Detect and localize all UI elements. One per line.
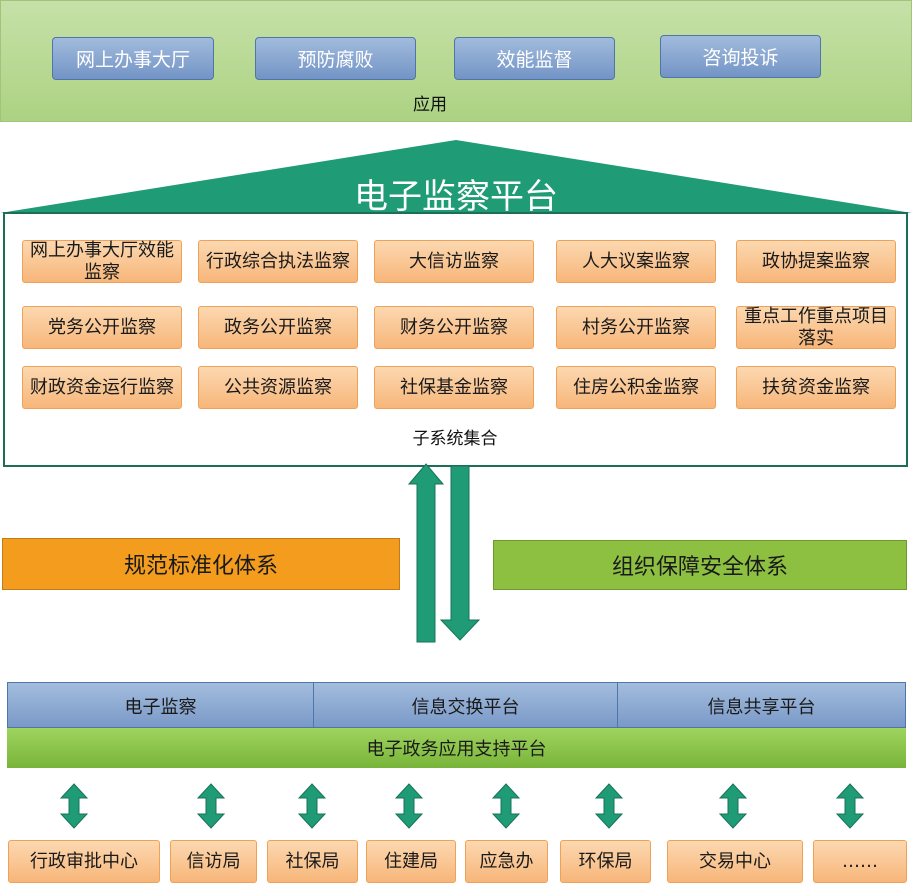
subsystem-box[interactable]: 财政资金运行监察	[22, 366, 182, 409]
subsystem-box[interactable]: 大信访监察	[374, 240, 534, 283]
app-button-complaints[interactable]: 咨询投诉	[660, 35, 821, 78]
double-arrow-icon	[719, 783, 747, 829]
subsystem-box[interactable]: 人大议案监察	[556, 240, 716, 283]
security-system: 组织保障安全体系	[493, 540, 907, 590]
app-button-efficiency[interactable]: 效能监督	[454, 37, 615, 80]
standardization-system: 规范标准化体系	[2, 538, 400, 590]
double-arrow-icon	[60, 783, 88, 829]
department-box[interactable]: 社保局	[267, 840, 358, 883]
subsystem-box[interactable]: 政务公开监察	[198, 306, 358, 349]
department-box[interactable]: 交易中心	[667, 840, 803, 883]
subsystem-box[interactable]: 行政综合执法监察	[198, 240, 358, 283]
subsystem-box[interactable]: 财务公开监察	[374, 306, 534, 349]
egov-support-platform: 电子政务应用支持平台	[7, 728, 906, 768]
subsystem-box[interactable]: 住房公积金监察	[556, 366, 716, 409]
department-box[interactable]: 信访局	[170, 840, 257, 883]
app-button-corruption-prevention[interactable]: 预防腐败	[255, 37, 416, 80]
platform-roof	[0, 140, 912, 213]
support-cell-sharing: 信息共享平台	[707, 697, 816, 718]
support-cell-exchange: 信息交换平台	[314, 683, 618, 729]
department-box[interactable]: 环保局	[560, 840, 651, 883]
subsystem-box[interactable]: 社保基金监察	[374, 366, 534, 409]
double-arrow-icon	[197, 783, 225, 829]
department-box[interactable]: 行政审批中心	[8, 840, 160, 883]
double-arrow-icon	[836, 783, 864, 829]
department-box[interactable]: 应急办	[465, 840, 548, 883]
subsystem-box[interactable]: 村务公开监察	[556, 306, 716, 349]
collection-label: 子系统集合	[412, 428, 498, 449]
double-arrow-icon	[395, 783, 423, 829]
subsystem-box[interactable]: 公共资源监察	[198, 366, 358, 409]
app-button-online-hall[interactable]: 网上办事大厅	[52, 37, 214, 80]
platform-title: 电子监察平台	[354, 176, 558, 217]
up-down-arrows-icon	[407, 463, 481, 643]
subsystem-box[interactable]: 扶贫资金监察	[736, 366, 896, 409]
support-layer: 电子监察 信息交换平台 信息共享平台	[7, 682, 906, 729]
subsystem-box[interactable]: 政协提案监察	[736, 240, 896, 283]
department-box[interactable]: 住建局	[366, 840, 456, 883]
subsystem-box[interactable]: 网上办事大厅效能监察	[22, 240, 182, 283]
subsystem-box[interactable]: 党务公开监察	[22, 306, 182, 349]
department-box[interactable]: ……	[813, 840, 907, 883]
double-arrow-icon	[492, 783, 520, 829]
double-arrow-icon	[298, 783, 326, 829]
subsystem-box[interactable]: 重点工作重点项目落实	[736, 306, 896, 349]
double-arrow-icon	[595, 783, 623, 829]
support-cell-supervision: 电子监察	[8, 683, 314, 729]
application-label: 应用	[413, 94, 447, 115]
